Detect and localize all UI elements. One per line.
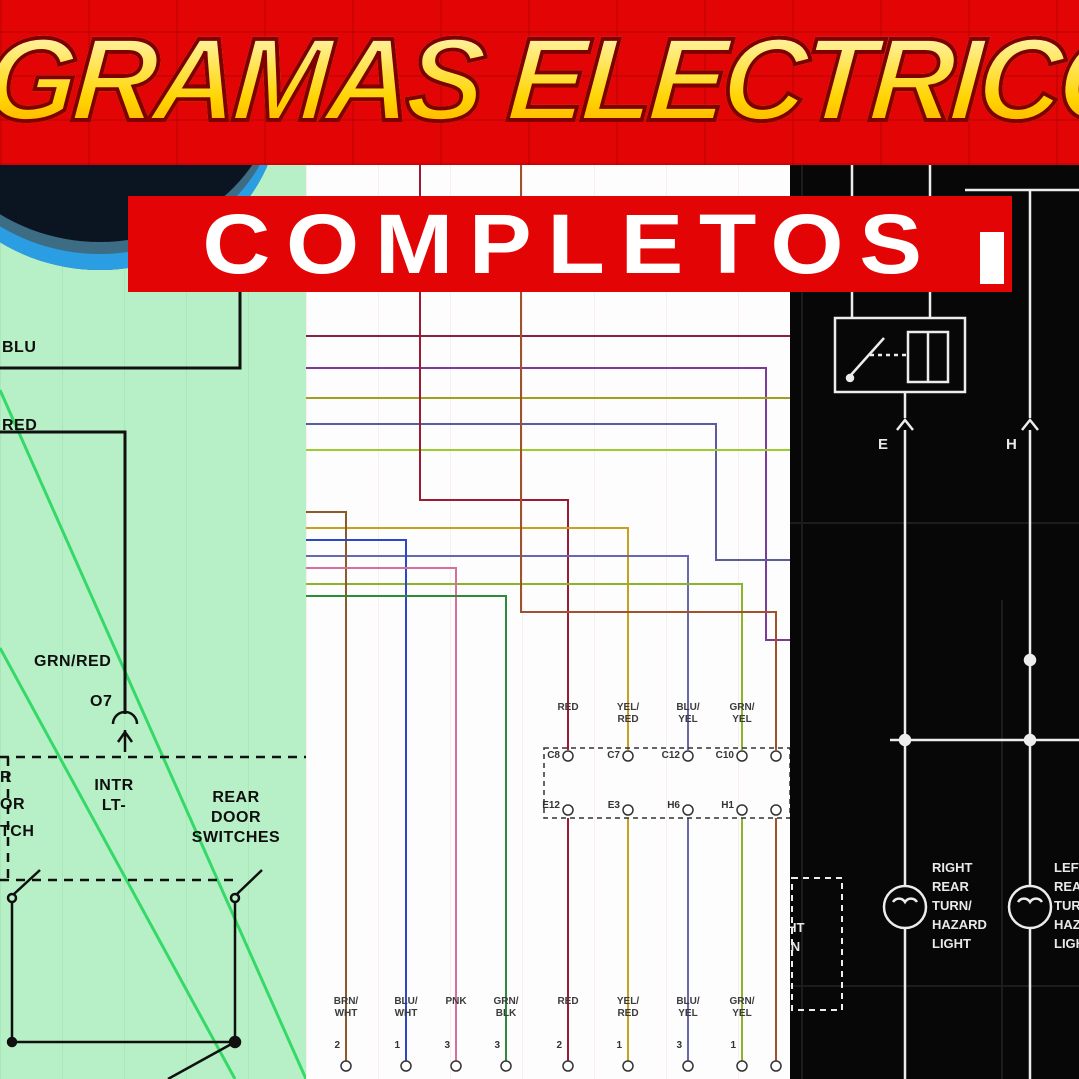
- right-wiring-panel: E H RIGHT REAR TURN/ HAZARD LIGHT LEFT R…: [790, 0, 1079, 1079]
- rear-door-switches-label: REAR DOOR SWITCHES: [191, 789, 281, 846]
- title-banner: GRAMAS ELECTRICO: [0, 0, 1079, 165]
- wire-color-label: GRN/ YEL: [729, 996, 755, 1019]
- pin-number: 2: [556, 1040, 562, 1051]
- wire-label-blu: BLU: [2, 339, 37, 356]
- wire-color-label: BLU/ YEL: [676, 702, 700, 725]
- right-rear-light-label: RIGHT REAR TURN/ HAZARD LIGHT: [932, 860, 987, 951]
- pin-code: C12: [661, 750, 680, 761]
- banner-title: GRAMAS ELECTRICO: [0, 0, 1079, 160]
- banner-subtitle: COMPLETOS: [202, 196, 938, 291]
- wire-color-label: PNK: [445, 996, 467, 1007]
- wire-color-label: YEL/ RED: [616, 702, 640, 725]
- subtitle-banner: COMPLETOS: [128, 196, 1012, 292]
- left-rear-light-label: LEFT REAR TURN/ HAZARD LIGHT: [1054, 860, 1079, 951]
- pin-number: 2: [334, 1040, 340, 1051]
- dashed-harness-lines: [0, 755, 306, 882]
- pin-code: E3: [607, 800, 620, 811]
- lamp-icon-left-rear: [1007, 884, 1053, 1079]
- clipped-edge-label: R OR TCH: [0, 769, 35, 840]
- white-wires: [890, 188, 1079, 886]
- connector-label-e: E: [878, 436, 889, 453]
- pin-code: H6: [667, 800, 680, 811]
- intr-lt-label: INTR LT-: [94, 777, 134, 814]
- connector-label-o7: O7: [90, 693, 113, 710]
- right-diagram-lines: [790, 165, 1079, 1079]
- clipped-component-box: [791, 877, 843, 1011]
- pin-number: 3: [676, 1040, 682, 1051]
- middle-wiring-panel: RED YEL/ RED BLU/ YEL GRN/ YEL C8 C7 C12…: [306, 0, 790, 1079]
- pin-number: 3: [494, 1040, 500, 1051]
- green-diagonal-wires: [0, 389, 306, 1079]
- wire-color-label: BLU/ WHT: [394, 996, 418, 1019]
- wire-color-label: GRN/ YEL: [729, 702, 755, 725]
- bottom-connector-pins: [340, 1060, 782, 1072]
- colored-wires: [306, 162, 790, 1062]
- connector-pins: [562, 750, 782, 816]
- pin-number: 1: [394, 1040, 400, 1051]
- pin-code: C8: [547, 750, 560, 761]
- left-diagram-lines: [0, 162, 306, 1079]
- door-switch-icons: [6, 869, 263, 1079]
- wire-color-label: YEL/ RED: [616, 996, 640, 1019]
- pin-number: 1: [730, 1040, 736, 1051]
- connector-label-h: H: [1006, 436, 1017, 453]
- connector-block: [543, 747, 790, 819]
- wire-color-label: BRN/ WHT: [333, 996, 359, 1019]
- pin-code: E12: [542, 800, 560, 811]
- wire-color-label: RED: [557, 702, 579, 713]
- wire-color-label: RED: [557, 996, 579, 1007]
- pin-code: C7: [607, 750, 620, 761]
- grid-lines: [790, 165, 1079, 1079]
- clipped-left-edge-label: RIGHT TURN: [790, 920, 805, 954]
- wire-color-label: BLU/ YEL: [676, 996, 700, 1019]
- middle-diagram-lines: [306, 162, 790, 1072]
- pin-number: 3: [444, 1040, 450, 1051]
- wire-label-grn-red: GRN/RED: [34, 653, 112, 670]
- wire-color-label: GRN/ BLK: [493, 996, 519, 1019]
- pin-code: H1: [721, 800, 734, 811]
- pin-code: C10: [715, 750, 734, 761]
- lamp-icon-right-rear: [882, 884, 928, 1079]
- pin-number: 1: [616, 1040, 622, 1051]
- wire-label-red: RED: [2, 417, 38, 434]
- subtitle-accent-block: [980, 232, 1004, 284]
- connector-arrow-icon: [111, 710, 139, 752]
